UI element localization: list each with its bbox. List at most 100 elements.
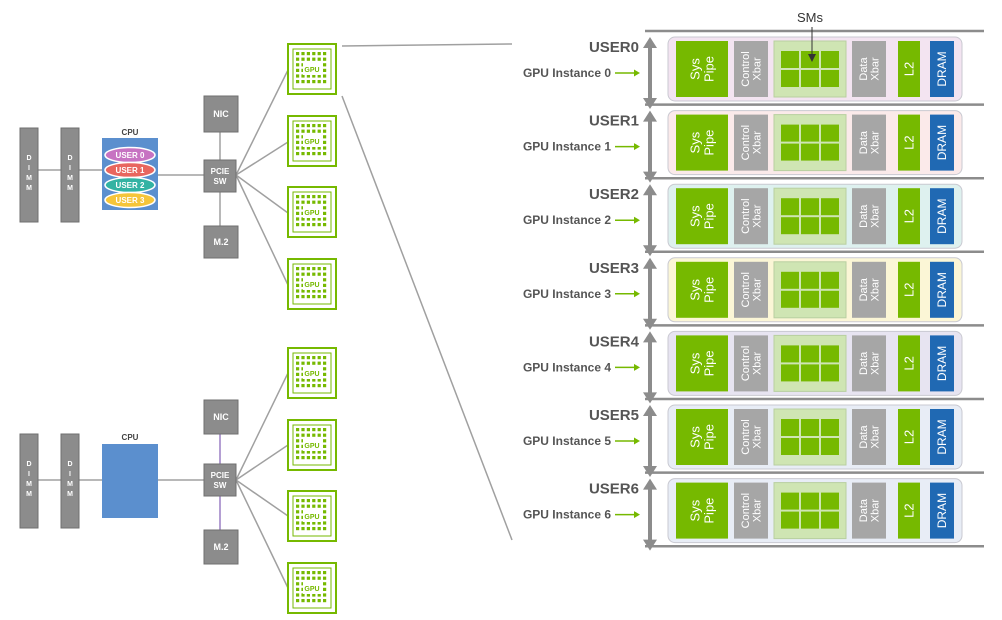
dram-label: DRAM (935, 493, 949, 528)
sm-unit (801, 438, 819, 455)
user-label: USER5 (589, 407, 639, 424)
sm-unit (821, 198, 839, 216)
control-xbar-label: ControlXbar (740, 272, 764, 307)
control-xbar-label: ControlXbar (740, 419, 764, 454)
sys-pipe-block (676, 409, 728, 465)
sm-unit (781, 364, 799, 382)
sm-unit (821, 438, 839, 455)
sys-pipe-label: SysPipe (688, 277, 717, 303)
cpu-user-pill: USER 3 (104, 191, 156, 209)
l2-block (898, 335, 920, 392)
sm-unit (821, 217, 839, 235)
user-label: USER1 (589, 113, 639, 130)
cpu-user-pill: USER 1 (104, 161, 156, 179)
data-xbar-label: DataXbar (858, 57, 882, 81)
l2-block (898, 482, 920, 539)
pcie-switch (203, 463, 237, 497)
control-xbar-label: ControlXbar (740, 198, 764, 233)
gpu-instance-label: GPU Instance 2 (523, 213, 611, 227)
data-xbar-block (852, 188, 886, 245)
control-xbar-block (734, 261, 768, 318)
sm-area (773, 408, 847, 466)
sm-unit (781, 51, 799, 68)
gpu-label: GPU (304, 67, 319, 74)
control-xbar-block (734, 335, 768, 392)
data-xbar-label: DataXbar (858, 204, 882, 228)
gpu-label: GPU (304, 443, 319, 450)
dram-block (930, 114, 954, 171)
sm-unit (801, 51, 819, 68)
sm-unit (801, 290, 819, 308)
gpu-chip: GPU (287, 490, 337, 542)
sys-pipe-block (676, 335, 728, 392)
nic-label: NIC (213, 412, 229, 422)
nic-box (203, 399, 239, 435)
l2-label: L2 (902, 356, 917, 370)
nic-label: NIC (213, 109, 229, 119)
sys-pipe-label: SysPipe (688, 56, 717, 82)
dimm-slot (19, 433, 39, 529)
cpu-label: CPU (122, 433, 139, 442)
data-xbar-block (852, 335, 886, 392)
sm-unit (821, 492, 839, 510)
user-label: USER4 (589, 333, 640, 350)
pcie-label-line2: SW (214, 177, 227, 186)
sm-unit (821, 511, 839, 529)
sm-unit (781, 198, 799, 216)
sm-unit (801, 492, 819, 510)
sm-unit (821, 419, 839, 436)
gpu-chip: GPU (287, 419, 337, 471)
l2-block (898, 114, 920, 171)
gpu-chip: GPU (287, 115, 337, 167)
l2-block (898, 409, 920, 465)
gpu-instance-label: GPU Instance 3 (523, 287, 611, 301)
sm-unit (781, 143, 799, 161)
gpu-instance-label: GPU Instance 5 (523, 434, 611, 448)
l2-label: L2 (902, 62, 917, 76)
dram-block (930, 482, 954, 539)
dram-label: DRAM (935, 419, 949, 454)
gpu-instance-label: GPU Instance 0 (523, 66, 611, 80)
gpu-label: GPU (304, 139, 319, 146)
gpu-chip: GPU (287, 347, 337, 399)
gpu-chip: GPU (287, 258, 337, 310)
sys-pipe-block (676, 41, 728, 97)
sm-unit (781, 124, 799, 142)
cpu-chip (102, 444, 158, 518)
pcie-label-line2: SW (214, 481, 227, 490)
sys-pipe-label: SysPipe (688, 498, 717, 524)
control-xbar-label: ControlXbar (740, 125, 764, 160)
pcie-label-line1: PCIE (211, 167, 230, 176)
gpu-chip: GPU (287, 562, 337, 614)
sm-unit (781, 345, 799, 363)
control-xbar-block (734, 188, 768, 245)
sm-area (773, 334, 847, 392)
user-label: USER0 (589, 39, 639, 56)
sys-pipe-label: SysPipe (688, 424, 717, 450)
sm-unit (821, 70, 839, 87)
data-xbar-block (852, 261, 886, 318)
sys-pipe-block (676, 114, 728, 171)
gpu-label: GPU (304, 282, 319, 289)
sys-pipe-block (676, 188, 728, 245)
cpu-user-label: USER 3 (116, 196, 145, 205)
sm-area (773, 40, 847, 98)
l2-label: L2 (902, 209, 917, 223)
data-xbar-block (852, 41, 886, 97)
user-label: USER2 (589, 186, 639, 203)
sm-area (773, 261, 847, 319)
dimm-slot (60, 127, 80, 223)
gpu-label: GPU (304, 210, 319, 217)
l2-label: L2 (902, 430, 917, 444)
control-xbar-block (734, 409, 768, 465)
